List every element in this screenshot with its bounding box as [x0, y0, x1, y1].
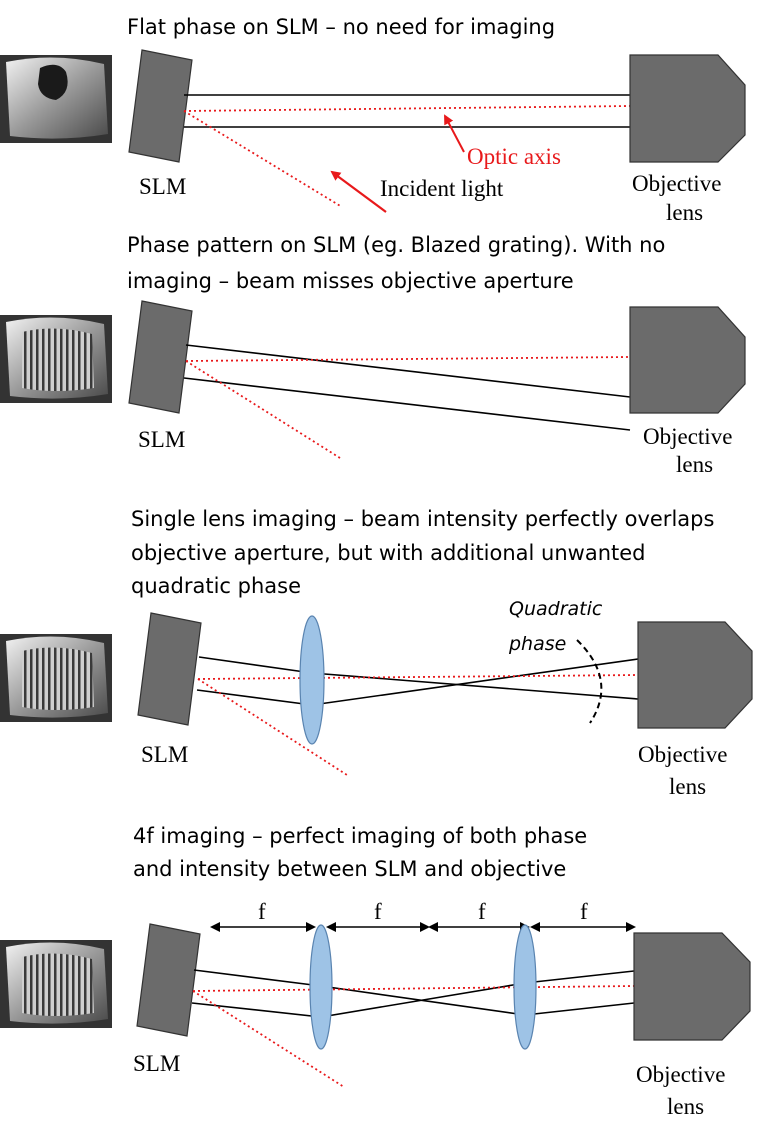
objective-label-line2: lens: [669, 774, 706, 799]
panel-4f-imaging: 4f imaging – perfect imaging of both pha…: [0, 824, 751, 1119]
slm-label: SLM: [138, 427, 185, 452]
objective-lens: [629, 54, 746, 163]
slm-phase-grating-icon: [0, 940, 112, 1028]
objective-label-line2: lens: [666, 200, 703, 225]
f-label: f: [258, 899, 266, 924]
beam-5: [524, 970, 635, 984]
imaging-lens: [299, 615, 325, 745]
slm-phase-flat-icon: [0, 55, 112, 143]
panel2-caption-line1: Phase pattern on SLM (eg. Blazed grating…: [127, 233, 665, 257]
panel4-caption-line2: and intensity between SLM and objective: [133, 857, 566, 881]
focal-length-markers: f f f f: [210, 899, 636, 932]
panel3-caption-line3: quadratic phase: [131, 574, 301, 598]
slm-device: [128, 300, 193, 414]
beam-bottom-out: [311, 658, 639, 706]
beam-bottom-in: [196, 689, 313, 706]
panel-flat-phase: Flat phase on SLM – no need for imaging …: [0, 15, 746, 225]
quadratic-label-line1: Quadratic: [509, 598, 603, 620]
panel2-caption-line2: imaging – beam misses objective aperture: [127, 269, 574, 293]
incident-light-arrow: [330, 170, 387, 213]
first-lens: [309, 924, 333, 1050]
quadratic-phase-curve: [576, 639, 603, 724]
beam-top: [185, 344, 631, 398]
second-lens: [513, 924, 537, 1050]
panel1-caption: Flat phase on SLM – no need for imaging: [127, 15, 555, 39]
objective-lens: [633, 932, 751, 1041]
beam-top-in: [198, 656, 313, 674]
beam-top-out: [311, 672, 639, 700]
objective-label-line1: Objective: [632, 171, 721, 196]
f-label: f: [580, 899, 588, 924]
slm-label: SLM: [141, 742, 188, 767]
objective-lens: [629, 306, 746, 414]
optic-axis-arrow: [444, 114, 465, 153]
quadratic-label-line2: phase: [508, 633, 566, 655]
slm-phase-grating-icon: [0, 315, 112, 403]
objective-label-line2: lens: [667, 1094, 704, 1119]
reflected-axis-line: [197, 678, 348, 776]
beam-2: [191, 1002, 322, 1018]
f-label: f: [478, 899, 486, 924]
objective-label-line1: Objective: [638, 742, 727, 767]
objective-lens: [637, 621, 753, 729]
beam-4: [320, 982, 526, 1018]
beam-1: [193, 969, 322, 987]
optic-axis-line: [197, 674, 639, 680]
optic-axis-line: [183, 105, 631, 112]
objective-label-line1: Objective: [643, 424, 732, 449]
optic-axis-line: [185, 356, 631, 362]
panel4-caption-line1: 4f imaging – perfect imaging of both pha…: [133, 824, 587, 848]
slm-label: SLM: [133, 1051, 180, 1076]
slm-phase-grating-icon: [0, 634, 112, 722]
beam-bottom: [183, 377, 631, 431]
panel-single-lens-imaging: Single lens imaging – beam intensity per…: [0, 507, 753, 799]
objective-label-line2: lens: [676, 452, 713, 477]
reflected-axis-line: [185, 360, 341, 459]
objective-label-line1: Objective: [636, 1062, 725, 1087]
optic-axis-line: [192, 985, 635, 992]
slm-device: [136, 923, 201, 1037]
panel-grating-no-imaging: Phase pattern on SLM (eg. Blazed grating…: [0, 233, 746, 477]
incident-light-label: Incident light: [380, 176, 504, 201]
beam-6: [524, 1002, 635, 1016]
panel3-caption-line1: Single lens imaging – beam intensity per…: [131, 507, 714, 531]
optic-axis-label: Optic axis: [467, 144, 561, 169]
slm-label: SLM: [139, 174, 186, 199]
reflected-axis-line: [183, 110, 343, 208]
panel3-caption-line2: objective aperture, but with additional …: [131, 541, 646, 565]
slm-device: [137, 612, 202, 726]
slm-device: [128, 49, 193, 163]
f-label: f: [374, 899, 382, 924]
